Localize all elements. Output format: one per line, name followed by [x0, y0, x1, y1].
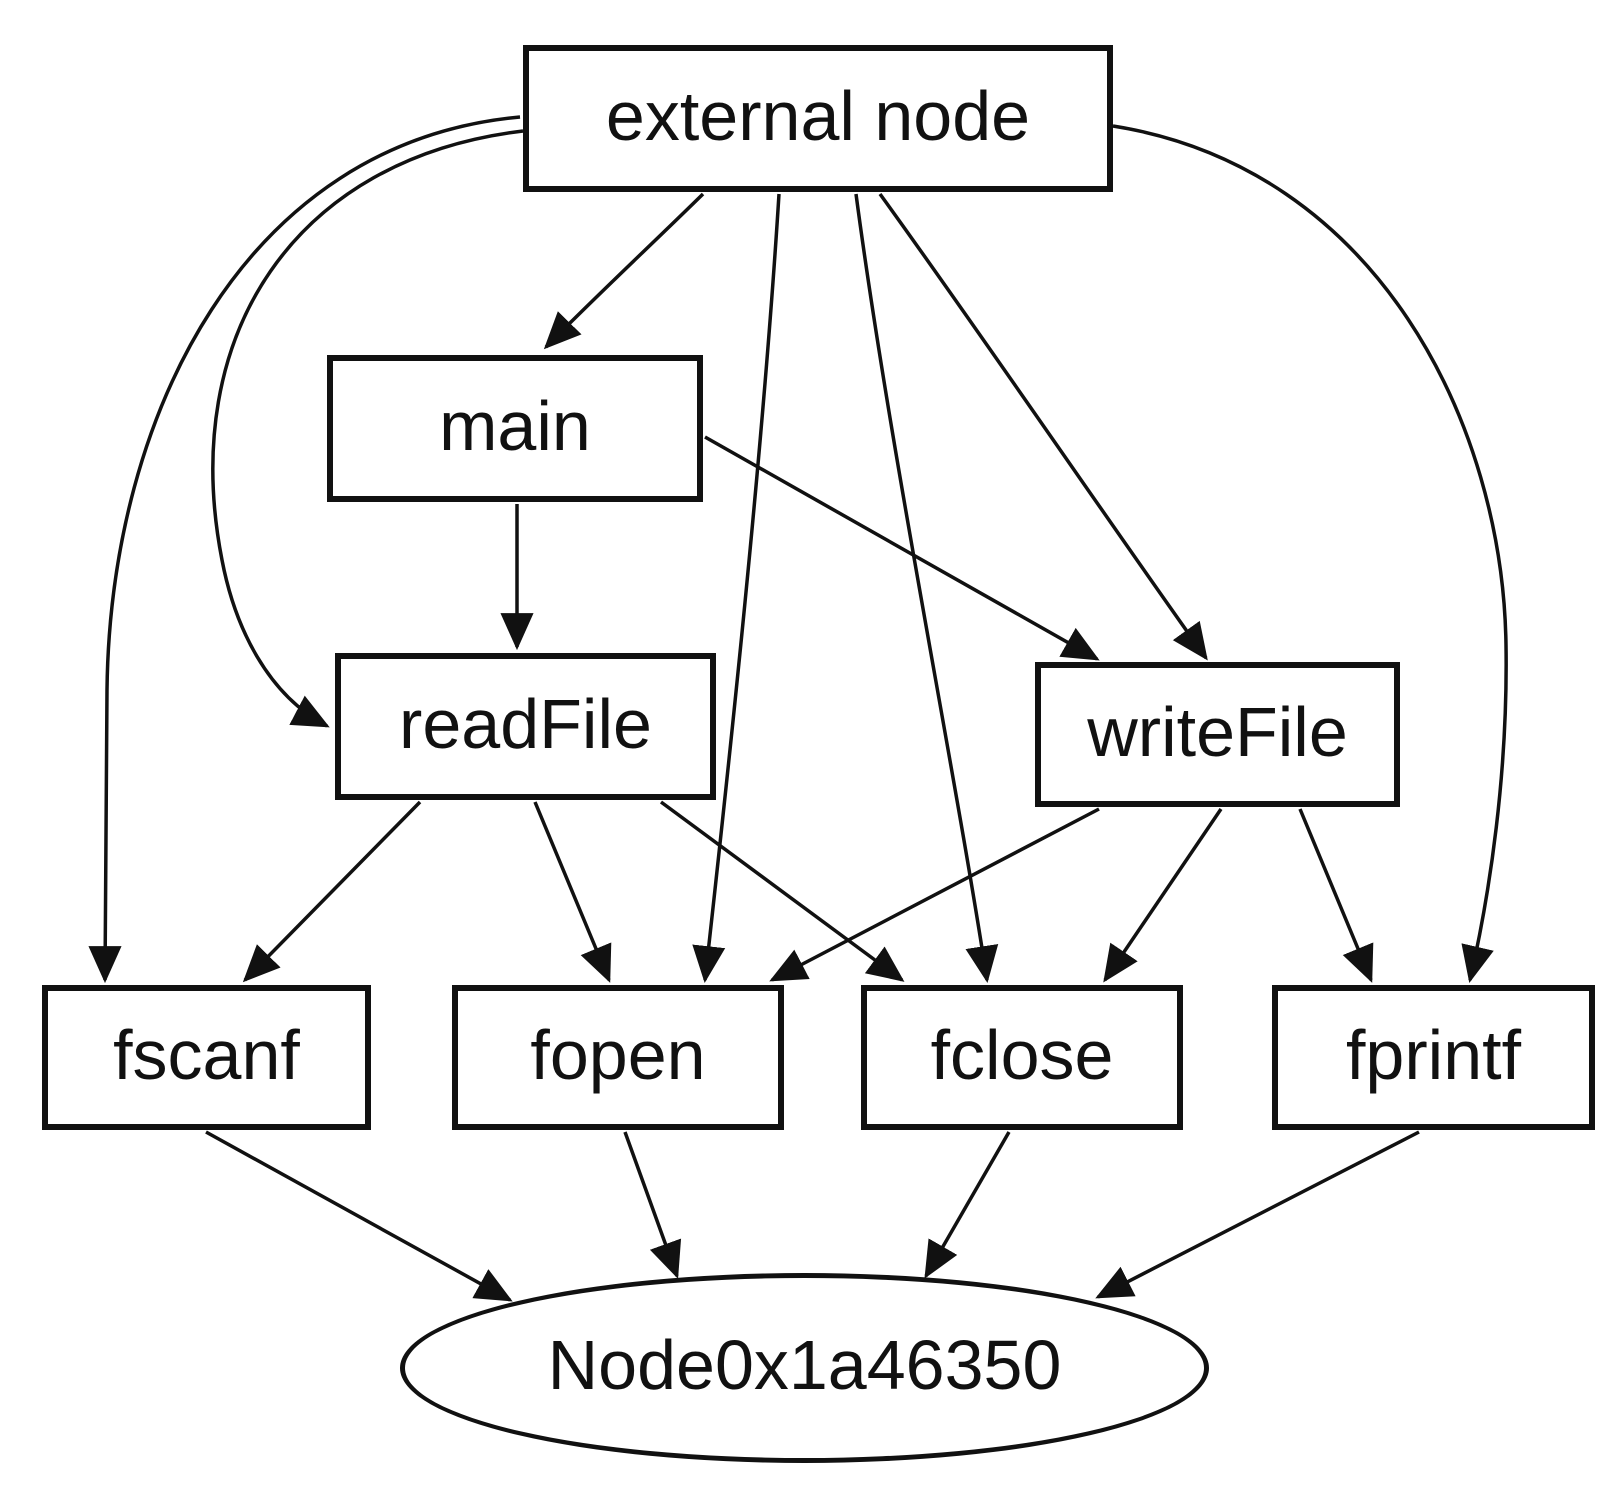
graph-edge-external-main: [543, 192, 705, 350]
graph-node-label-readFile: readFile: [399, 684, 652, 763]
graph-node-label-fopen: fopen: [530, 1015, 706, 1094]
graph-node-label-external: external node: [605, 76, 1031, 155]
graph-edge-fclose-node0: [924, 1131, 1011, 1279]
graph-edge-fscanf-node0: [205, 1130, 513, 1302]
graph-edge-writeFile-fopen: [769, 807, 1100, 982]
graph-node-label-fprintf: fprintf: [1345, 1015, 1522, 1094]
graph-node-fscanf: fscanf: [42, 985, 371, 1130]
graph-edge-external-fopen: [692, 193, 781, 984]
graph-edge-external-fprintf: [1112, 124, 1508, 984]
graph-node-main: main: [327, 355, 703, 502]
graph-node-label-main: main: [439, 386, 591, 465]
graph-edge-external-fclose: [854, 193, 999, 984]
graph-edge-fprintf-node0: [1095, 1130, 1420, 1299]
graph-edge-readFile-fscanf: [242, 800, 422, 983]
graph-edge-external-writeFile: [878, 192, 1208, 661]
graph-node-readFile: readFile: [335, 653, 716, 800]
graph-node-label-node0: Node0x1a46350: [547, 1326, 1062, 1404]
graph-node-node0: Node0x1a46350: [400, 1273, 1209, 1463]
graph-node-writeFile: writeFile: [1035, 662, 1400, 807]
graph-edge-main-writeFile: [704, 435, 1100, 661]
graph-edge-readFile-fopen: [533, 801, 612, 983]
graph-node-label-fscanf: fscanf: [113, 1015, 300, 1094]
graph-edge-writeFile-fclose: [1103, 808, 1223, 983]
graph-edge-external-readFile: [211, 129, 524, 728]
graph-edge-fopen-node0: [623, 1131, 682, 1279]
graph-node-fopen: fopen: [452, 985, 784, 1130]
graph-node-fclose: fclose: [861, 985, 1183, 1130]
graph-edge-readFile-fclose: [659, 800, 905, 982]
graph-node-label-writeFile: writeFile: [1087, 692, 1348, 771]
graph-node-external: external node: [523, 45, 1113, 192]
graph-node-label-fclose: fclose: [930, 1015, 1114, 1094]
edge-group: [88, 115, 1508, 1302]
graph-node-fprintf: fprintf: [1272, 985, 1595, 1130]
graph-edge-writeFile-fprintf: [1298, 808, 1374, 983]
graph-edge-external-fscanf: [88, 115, 521, 984]
